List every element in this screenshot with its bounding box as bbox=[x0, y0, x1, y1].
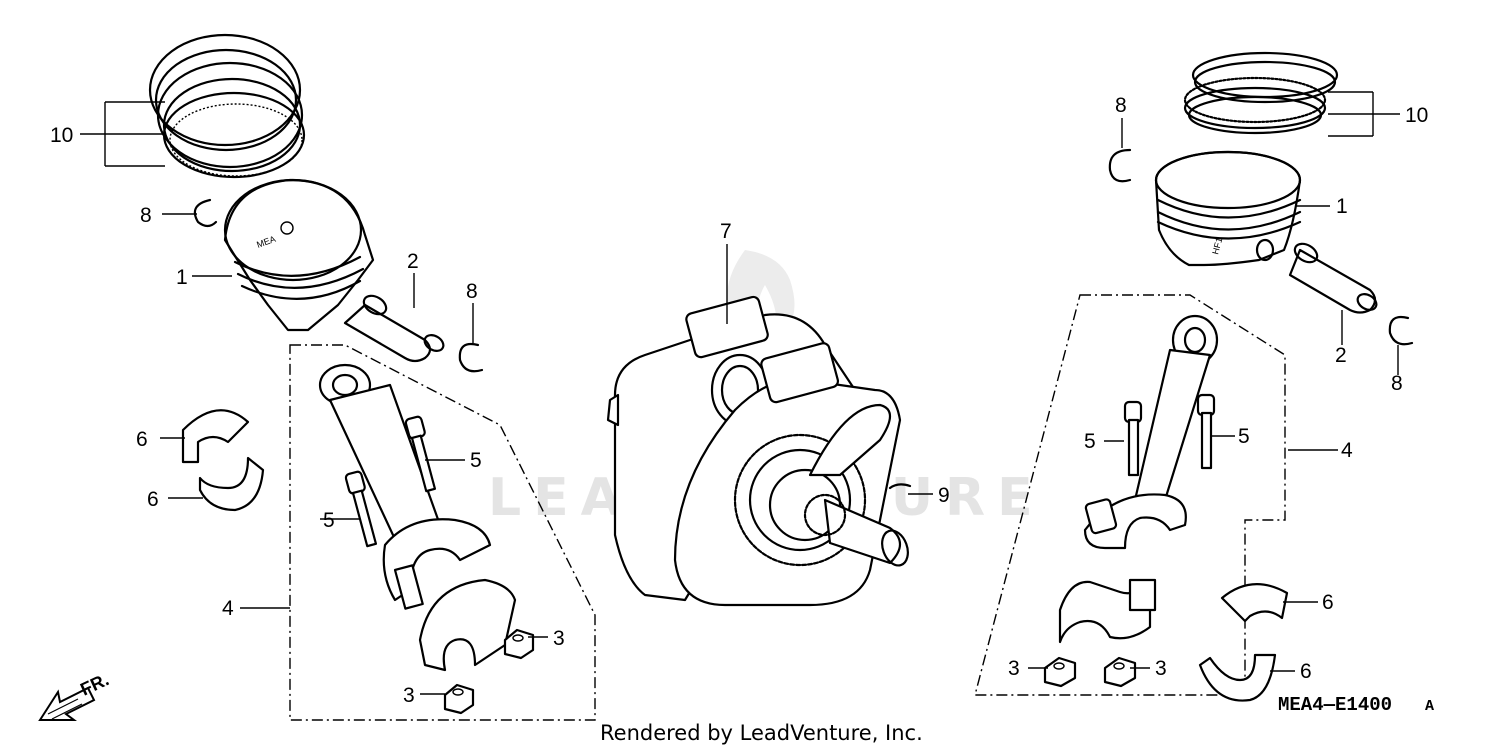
left-circlip-lower bbox=[458, 342, 484, 373]
callout-6-right-upper: 6 bbox=[1322, 591, 1334, 614]
right-nut-b bbox=[1103, 656, 1137, 688]
leader-lines bbox=[80, 91, 1400, 695]
callout-2-right: 2 bbox=[1335, 344, 1347, 367]
callout-4-left: 4 bbox=[222, 597, 234, 620]
callout-5-right-a: 5 bbox=[1084, 430, 1096, 453]
callout-8-right-upper: 8 bbox=[1115, 94, 1127, 117]
callout-3-right-a: 3 bbox=[1008, 657, 1020, 680]
left-piston-pin bbox=[343, 294, 445, 363]
left-piston-rings bbox=[148, 33, 306, 179]
right-piston: HF1 bbox=[1154, 150, 1302, 267]
crankshaft bbox=[606, 295, 909, 607]
callout-10-left: 10 bbox=[50, 124, 73, 147]
left-conrod-group-outline bbox=[289, 344, 596, 721]
right-circlip-lower bbox=[1388, 315, 1414, 346]
right-piston-rings bbox=[1183, 51, 1339, 135]
callout-7: 7 bbox=[720, 220, 732, 243]
left-rod-bolt-lower bbox=[344, 470, 378, 548]
callout-6-left-lower: 6 bbox=[147, 488, 159, 511]
right-nut-a bbox=[1043, 656, 1077, 688]
left-nut-b bbox=[443, 683, 475, 715]
right-rod-cap bbox=[1058, 578, 1157, 644]
callout-5-left-upper: 5 bbox=[470, 449, 482, 472]
diagram-code-suffix: A bbox=[1425, 698, 1434, 715]
right-piston-stamp: HF1 bbox=[1210, 236, 1224, 255]
right-circlip-upper bbox=[1108, 148, 1132, 183]
diagram-code: MEA4—E1400 bbox=[1278, 694, 1392, 716]
callout-3-left-b: 3 bbox=[403, 684, 415, 707]
callout-9: 9 bbox=[938, 484, 950, 507]
right-bearing-upper bbox=[1220, 583, 1289, 623]
callout-6-left-upper: 6 bbox=[136, 428, 148, 451]
left-bearing-upper bbox=[181, 409, 250, 464]
callout-8-left-lower: 8 bbox=[466, 280, 478, 303]
left-connecting-rod bbox=[318, 363, 492, 610]
left-nut-a bbox=[503, 628, 535, 660]
woodruff-key bbox=[888, 483, 912, 490]
right-rod-bolt-b bbox=[1196, 393, 1216, 470]
right-piston-pin bbox=[1288, 242, 1378, 314]
callout-5-right-b: 5 bbox=[1238, 425, 1250, 448]
callout-6-right-lower: 6 bbox=[1300, 660, 1312, 683]
render-credit: Rendered by LeadVenture, Inc. bbox=[600, 721, 923, 745]
callout-4-right: 4 bbox=[1341, 439, 1353, 462]
left-rod-cap bbox=[418, 578, 517, 672]
right-connecting-rod bbox=[1083, 314, 1219, 550]
right-rod-bolt-a bbox=[1123, 400, 1143, 477]
front-direction-indicator: FR. bbox=[38, 669, 112, 721]
left-bearing-lower bbox=[198, 456, 265, 512]
callout-10-right: 10 bbox=[1405, 104, 1428, 127]
left-rod-bolt-upper bbox=[404, 415, 437, 493]
right-conrod-group-outline bbox=[974, 294, 1286, 696]
callout-2-left: 2 bbox=[407, 250, 419, 273]
callout-1-left: 1 bbox=[176, 266, 188, 289]
left-circlip-upper bbox=[193, 198, 218, 228]
callout-numbers: 10 8 1 2 8 6 6 5 5 4 3 3 7 9 8 10 1 2 8 … bbox=[50, 94, 1428, 707]
left-piston: MEA bbox=[223, 178, 375, 332]
callout-3-right-b: 3 bbox=[1155, 657, 1167, 680]
callout-1-right: 1 bbox=[1336, 195, 1348, 218]
callout-3-left-a: 3 bbox=[553, 627, 565, 650]
right-bearing-lower bbox=[1198, 653, 1277, 702]
callout-8-left-upper: 8 bbox=[140, 204, 152, 227]
callout-5-left-lower: 5 bbox=[323, 509, 335, 532]
callout-8-right-lower: 8 bbox=[1391, 372, 1403, 395]
